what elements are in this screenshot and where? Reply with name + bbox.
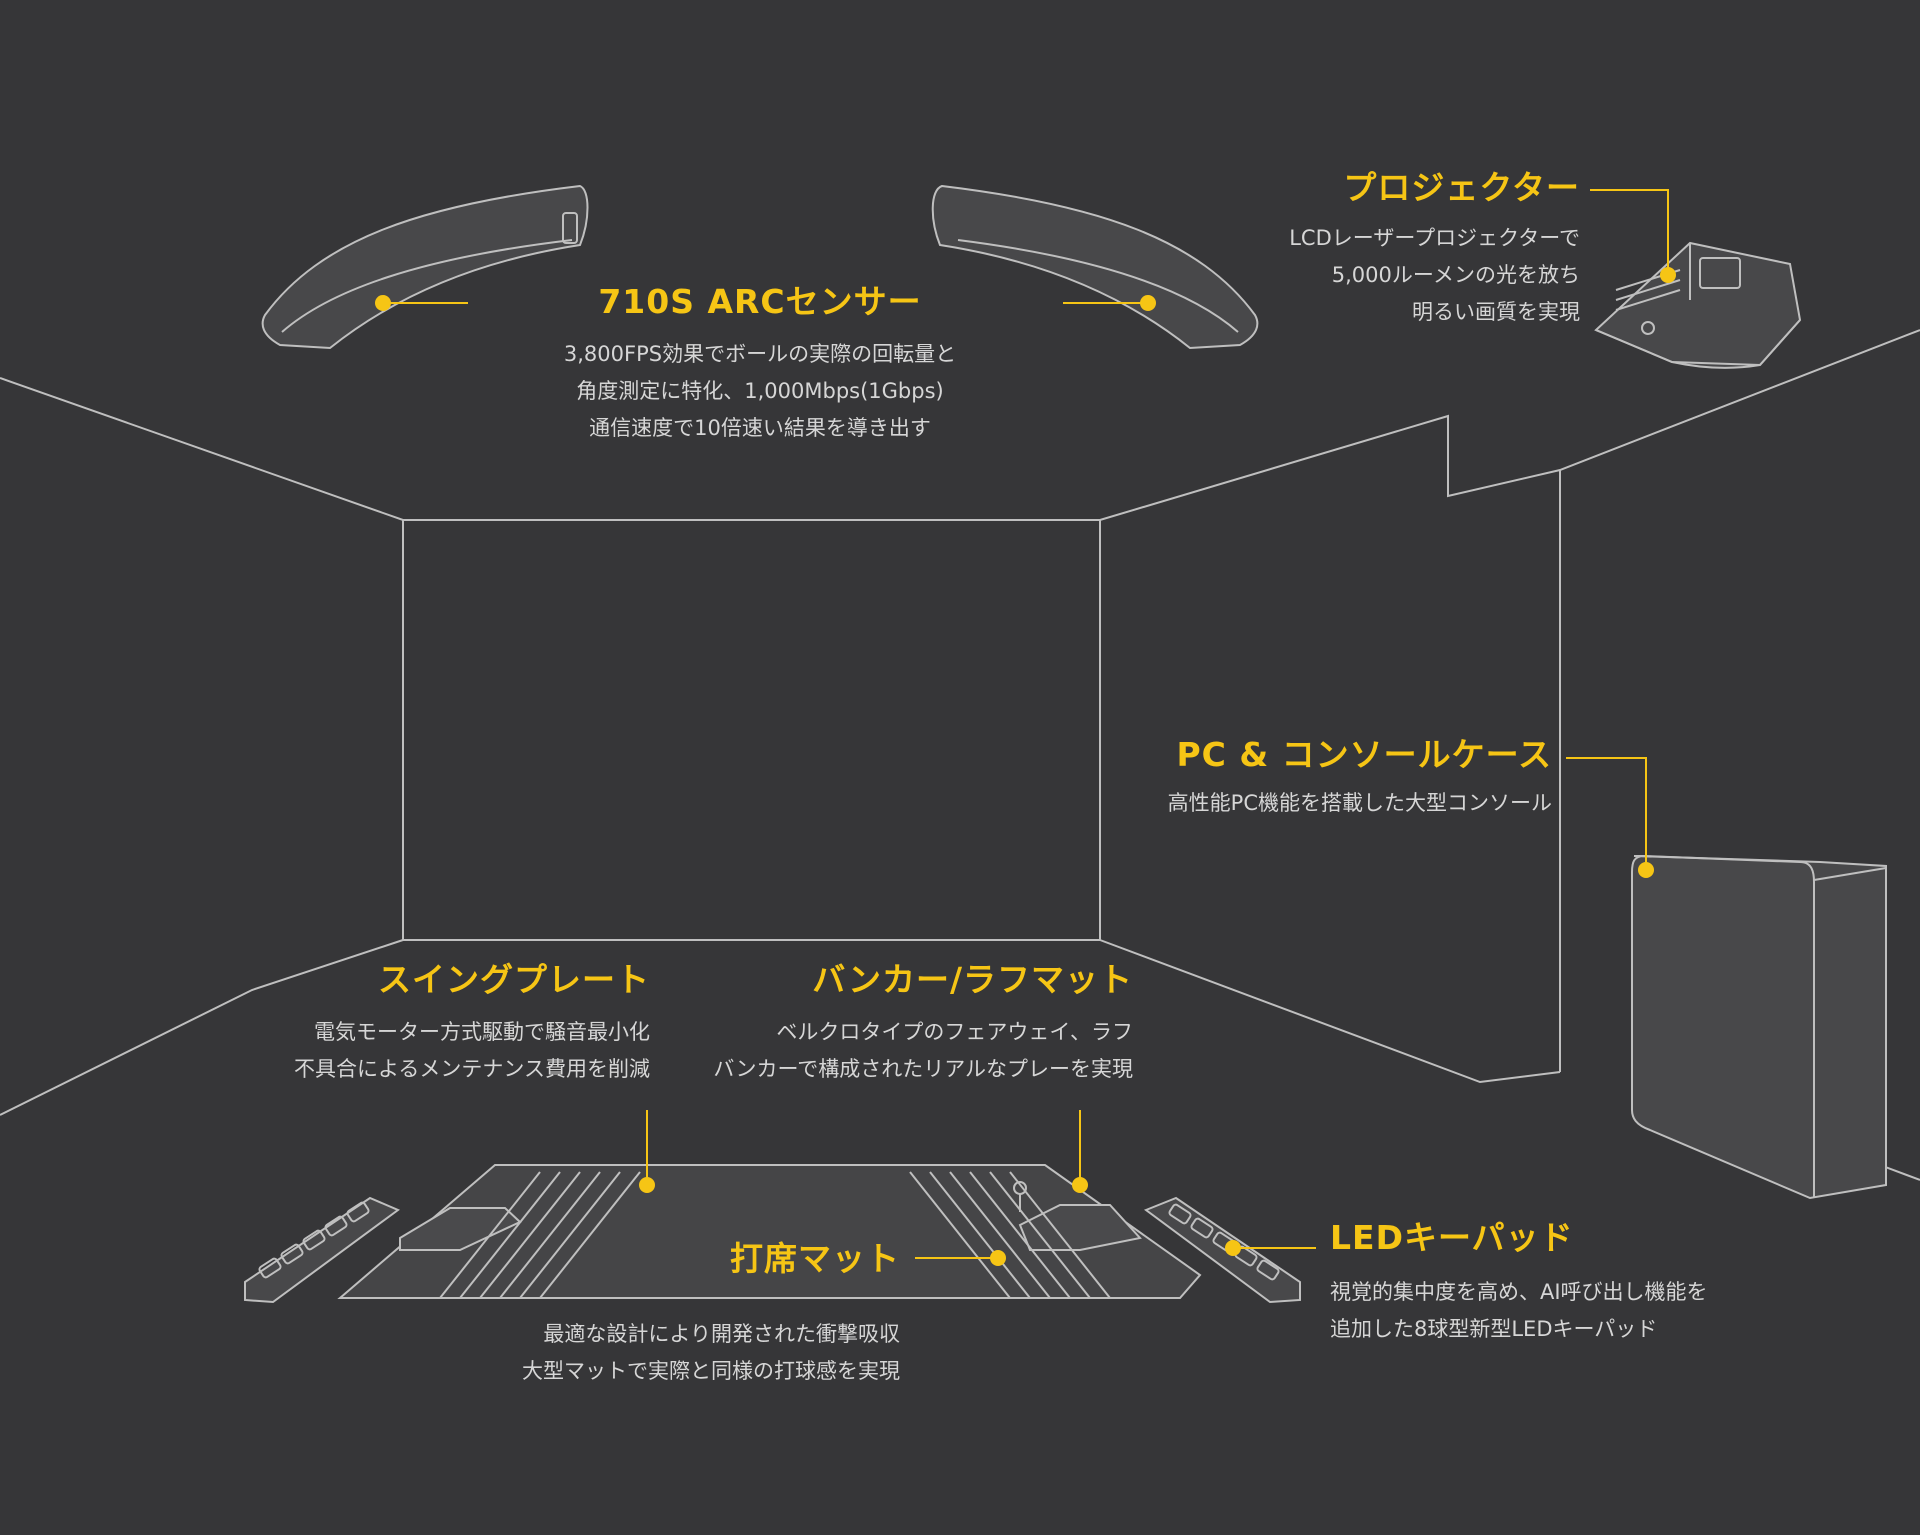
pc-case-title: PC & コンソールケース — [1176, 735, 1552, 774]
pc-case-dot — [1638, 862, 1654, 878]
arc-sensor-left-device — [261, 184, 589, 350]
pc-console-case-device — [1631, 855, 1887, 1200]
hitting-mat-line-1: 最適な設計により開発された衝撃吸収 — [543, 1322, 900, 1346]
projector-title: プロジェクター — [1343, 168, 1580, 207]
hitting-mat-device — [337, 1164, 1202, 1299]
led-keypad-dot — [1225, 1240, 1241, 1256]
swing-plate-description: 電気モーター方式駆動で騒音最小化 不具合によるメンテナンス費用を削減 — [200, 1014, 650, 1088]
bunker-mat-callout: バンカー/ラフマット ベルクロタイプのフェアウェイ、ラフ バンカーで構成されたリ… — [620, 960, 1133, 1088]
led-keypad-line-1: 視覚的集中度を高め、AI呼び出し機能を — [1330, 1280, 1708, 1304]
swing-plate-line-2: 不具合によるメンテナンス費用を削減 — [294, 1057, 650, 1081]
pc-case-description: 高性能PC機能を搭載した大型コンソール — [1040, 785, 1552, 822]
projector-line-3: 明るい画質を実現 — [1412, 300, 1580, 324]
hitting-mat-callout: 打席マット — [640, 1239, 900, 1279]
arc-sensor-line-2: 角度測定に特化、1,000Mbps(1Gbps) — [576, 379, 944, 403]
projector-device — [1594, 241, 1802, 369]
projector-dot — [1660, 267, 1676, 283]
bunker-mat-dot — [1072, 1177, 1088, 1193]
bunker-mat-title: バンカー/ラフマット — [812, 960, 1133, 999]
hitting-mat-dot — [990, 1250, 1006, 1266]
arc-sensor-line-3: 通信速度で10倍速い結果を導き出す — [589, 416, 931, 440]
pc-case-leader — [1566, 757, 1647, 870]
projector-line-1: LCDレーザープロジェクターで — [1289, 226, 1580, 250]
swing-plate-title: スイングプレート — [378, 960, 650, 999]
pc-case-line-1: 高性能PC機能を搭載した大型コンソール — [1167, 791, 1552, 815]
projector-callout: プロジェクター LCDレーザープロジェクターで 5,000ルーメンの光を放ち 明… — [1180, 168, 1580, 331]
pc-case-callout: PC & コンソールケース 高性能PC機能を搭載した大型コンソール — [1040, 735, 1552, 822]
hitting-mat-description-block: 最適な設計により開発された衝撃吸収 大型マットで実際と同様の打球感を実現 — [400, 1316, 900, 1390]
led-keypad-callout: LEDキーパッド 視覚的集中度を高め、AI呼び出し機能を 追加した8球型新型LE… — [1330, 1218, 1810, 1348]
arc-sensor-callout: 710S ARCセンサー 3,800FPS効果でボールの実際の回転量と 角度測定… — [500, 282, 1020, 447]
hitting-mat-line-2: 大型マットで実際と同様の打球感を実現 — [522, 1359, 900, 1383]
projector-leader — [1590, 189, 1669, 275]
bunker-mat-description: ベルクロタイプのフェアウェイ、ラフ バンカーで構成されたリアルなプレーを実現 — [620, 1014, 1133, 1088]
arc-sensor-line-1: 3,800FPS効果でボールの実際の回転量と — [563, 342, 957, 366]
arc-sensor-description: 3,800FPS効果でボールの実際の回転量と 角度測定に特化、1,000Mbps… — [500, 336, 1020, 447]
hitting-mat-title: 打席マット — [730, 1239, 900, 1278]
led-keypad-line-2: 追加した8球型新型LEDキーパッド — [1330, 1317, 1658, 1341]
arc-sensor-left-dot — [375, 295, 391, 311]
hitting-mat-description: 最適な設計により開発された衝撃吸収 大型マットで実際と同様の打球感を実現 — [400, 1316, 900, 1390]
swing-plate-line-1: 電気モーター方式駆動で騒音最小化 — [314, 1020, 650, 1044]
room-outline — [0, 329, 1920, 1181]
bunker-mat-line-2: バンカーで構成されたリアルなプレーを実現 — [713, 1057, 1133, 1081]
swing-plate-dot — [639, 1177, 655, 1193]
swing-plate-callout: スイングプレート 電気モーター方式駆動で騒音最小化 不具合によるメンテナンス費用… — [200, 960, 650, 1088]
arc-sensor-title: 710S ARCセンサー — [598, 282, 922, 321]
arc-sensor-right-dot — [1140, 295, 1156, 311]
arc-sensor-right-device — [931, 184, 1259, 350]
led-keypad-title: LEDキーパッド — [1330, 1218, 1574, 1257]
bunker-mat-line-1: ベルクロタイプのフェアウェイ、ラフ — [776, 1020, 1133, 1044]
led-keypad-description: 視覚的集中度を高め、AI呼び出し機能を 追加した8球型新型LEDキーパッド — [1330, 1274, 1810, 1348]
projector-description: LCDレーザープロジェクターで 5,000ルーメンの光を放ち 明るい画質を実現 — [1180, 220, 1580, 331]
projector-line-2: 5,000ルーメンの光を放ち — [1331, 263, 1580, 287]
led-keypad-left-device — [244, 1196, 401, 1304]
